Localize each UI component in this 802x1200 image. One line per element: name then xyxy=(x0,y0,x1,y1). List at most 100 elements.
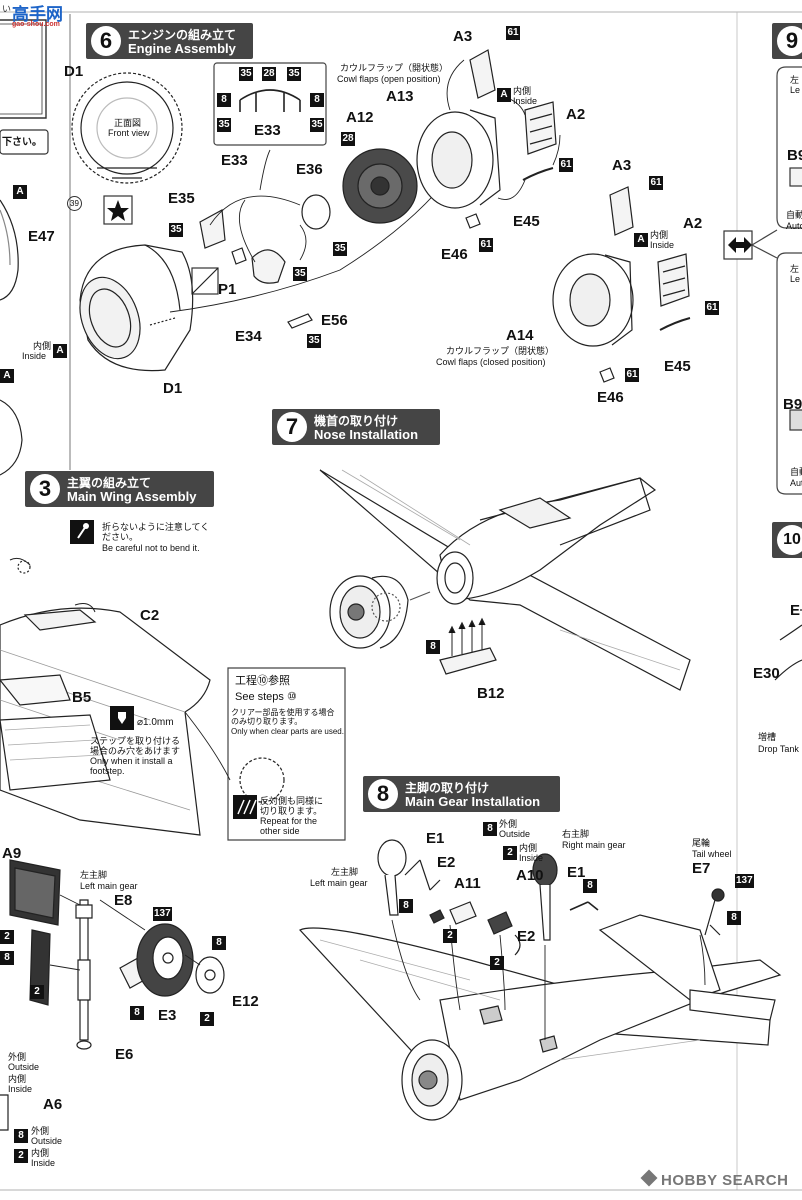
paint-code: 8 xyxy=(426,640,440,654)
part-label: E47 xyxy=(28,228,55,245)
clear-parts-note-jp: クリアー部品を使用する場合 のみ切り取ります。 xyxy=(231,708,335,727)
step-number: 6 xyxy=(91,26,121,56)
paint-code: 8 xyxy=(310,93,324,107)
paint-code: 2 xyxy=(503,846,517,860)
part-label: E46 xyxy=(597,389,624,406)
paint-code: 61 xyxy=(649,176,663,190)
part-b12 xyxy=(439,617,497,675)
inside-label-jp: 内側 xyxy=(33,341,52,351)
part-label: A3 xyxy=(453,28,473,45)
paint-code: 2 xyxy=(0,930,14,944)
cowl-ring-a14 xyxy=(552,253,634,347)
part-label: E2 xyxy=(517,928,536,945)
step-number: 9 xyxy=(777,26,802,56)
outside-label-jp: 外側 xyxy=(31,1126,50,1136)
site-logo-url: gao-shou.com xyxy=(12,21,60,28)
left-gear-jp: 左主脚 xyxy=(331,867,359,877)
part-label: A3 xyxy=(612,157,632,174)
paint-code: A xyxy=(634,233,648,247)
paint-code: 8 xyxy=(217,93,231,107)
paint-code: A xyxy=(13,185,27,199)
part-label: E7 xyxy=(692,860,711,877)
step9-self-en: Auto xyxy=(786,221,802,231)
outside-label-jp: 外側 xyxy=(499,819,518,829)
outside-label-en: Outside xyxy=(31,1136,63,1146)
paint-code: 35 xyxy=(169,223,183,237)
step9-self-jp: 自動 xyxy=(786,210,802,220)
front-view-cowl xyxy=(71,72,183,184)
paint-code: 8 xyxy=(399,899,413,913)
part-label: E2 xyxy=(437,854,456,871)
part-label: E56 xyxy=(321,312,348,329)
step-title-jp: 主翼の組み立て xyxy=(67,476,152,490)
step9-left-jp: 左 xyxy=(790,264,800,274)
wing-part-b5 xyxy=(0,674,111,791)
paint-code: 2 xyxy=(200,1012,214,1026)
part-label: P1 xyxy=(218,281,237,298)
part-label: E3 xyxy=(158,1007,177,1024)
paint-code: 28 xyxy=(262,67,276,81)
part-label: E35 xyxy=(168,190,195,207)
paint-code: A xyxy=(0,369,14,383)
part-label: A11 xyxy=(454,875,481,892)
step9-left-en: Le xyxy=(790,274,801,284)
part-label: B5 xyxy=(72,689,92,706)
site-logo-title: 高手网 xyxy=(12,5,63,24)
inside-label-jp: 内側 xyxy=(513,86,532,96)
aircraft-main-gear-installation xyxy=(299,914,782,1121)
part-label: A13 xyxy=(386,88,414,105)
front-view-label-jp: 正面図 xyxy=(114,118,142,128)
step-8-header: 8 主脚の取り付け Main Gear Installation xyxy=(363,776,560,812)
part-label: C2 xyxy=(140,607,160,624)
tail-wheel-en: Tail wheel xyxy=(692,849,732,859)
paint-code: 8 xyxy=(130,1006,144,1020)
outside-label-en: Outside xyxy=(8,1062,40,1072)
inside-label-jp: 内側 xyxy=(650,230,669,240)
left-gear-jp: 左主脚 xyxy=(80,870,108,880)
step-6-header: 6 エンジンの組み立て Engine Assembly xyxy=(86,23,253,59)
step-title-jp: 機首の取り付け xyxy=(314,414,399,428)
step9-self-jp: 自動 xyxy=(790,467,802,477)
part-label: E1 xyxy=(567,864,586,881)
paint-code: 28 xyxy=(341,132,355,146)
paint-code: 35 xyxy=(333,242,347,256)
part-label: A12 xyxy=(346,109,374,126)
footstep-note-jp: ステップを取り付ける 場合のみ穴をあけます xyxy=(90,736,181,757)
paint-code: 2 xyxy=(30,985,44,999)
engine-assembly-nose xyxy=(329,575,409,649)
paint-code: 8 xyxy=(212,936,226,950)
drop-tank-jp: 増槽 xyxy=(758,732,777,742)
part-label: A9 xyxy=(2,845,22,862)
paint-code: 35 xyxy=(307,334,321,348)
step-title-en: Main Gear Installation xyxy=(405,794,541,809)
clear-parts-note-en: Only when clear parts are used. xyxy=(231,727,344,736)
part-label: E33 xyxy=(254,122,281,139)
hole-size: ⌀1.0mm xyxy=(137,717,174,728)
part-label: E6 xyxy=(115,1046,134,1063)
step9-left-en: Le xyxy=(790,85,801,95)
engine-a12 xyxy=(342,148,418,224)
footstep-note-en: Only when it install a footstep. xyxy=(90,756,173,777)
tail-wheel-jp: 尾輪 xyxy=(692,838,711,848)
cowl-ring-a13 xyxy=(416,109,501,209)
swap-arrows-icon xyxy=(723,230,753,260)
paint-code: 35 xyxy=(310,118,324,132)
paint-code: 137 xyxy=(153,907,172,921)
paint-code: 35 xyxy=(287,67,301,81)
part-label: A2 xyxy=(683,215,703,232)
part-label: A10 xyxy=(516,867,544,884)
watermark-text: HOBBY SEARCH xyxy=(661,1172,789,1189)
step-number: 8 xyxy=(368,779,398,809)
cowl-open-en: Cowl flaps (open position) xyxy=(337,74,441,84)
paint-code: 61 xyxy=(479,238,493,252)
paint-code: 61 xyxy=(625,368,639,382)
part-label: E xyxy=(790,602,801,619)
paint-code: 35 xyxy=(239,67,253,81)
paint-code: 8 xyxy=(727,911,741,925)
cowl-closed-jp: カウルフラップ（閉状態） xyxy=(446,346,555,356)
paint-code: 2 xyxy=(14,1149,28,1163)
part-label: E36 xyxy=(296,161,323,178)
part-label: A6 xyxy=(43,1096,63,1113)
step-title-jp: 主脚の取り付け xyxy=(405,781,490,795)
